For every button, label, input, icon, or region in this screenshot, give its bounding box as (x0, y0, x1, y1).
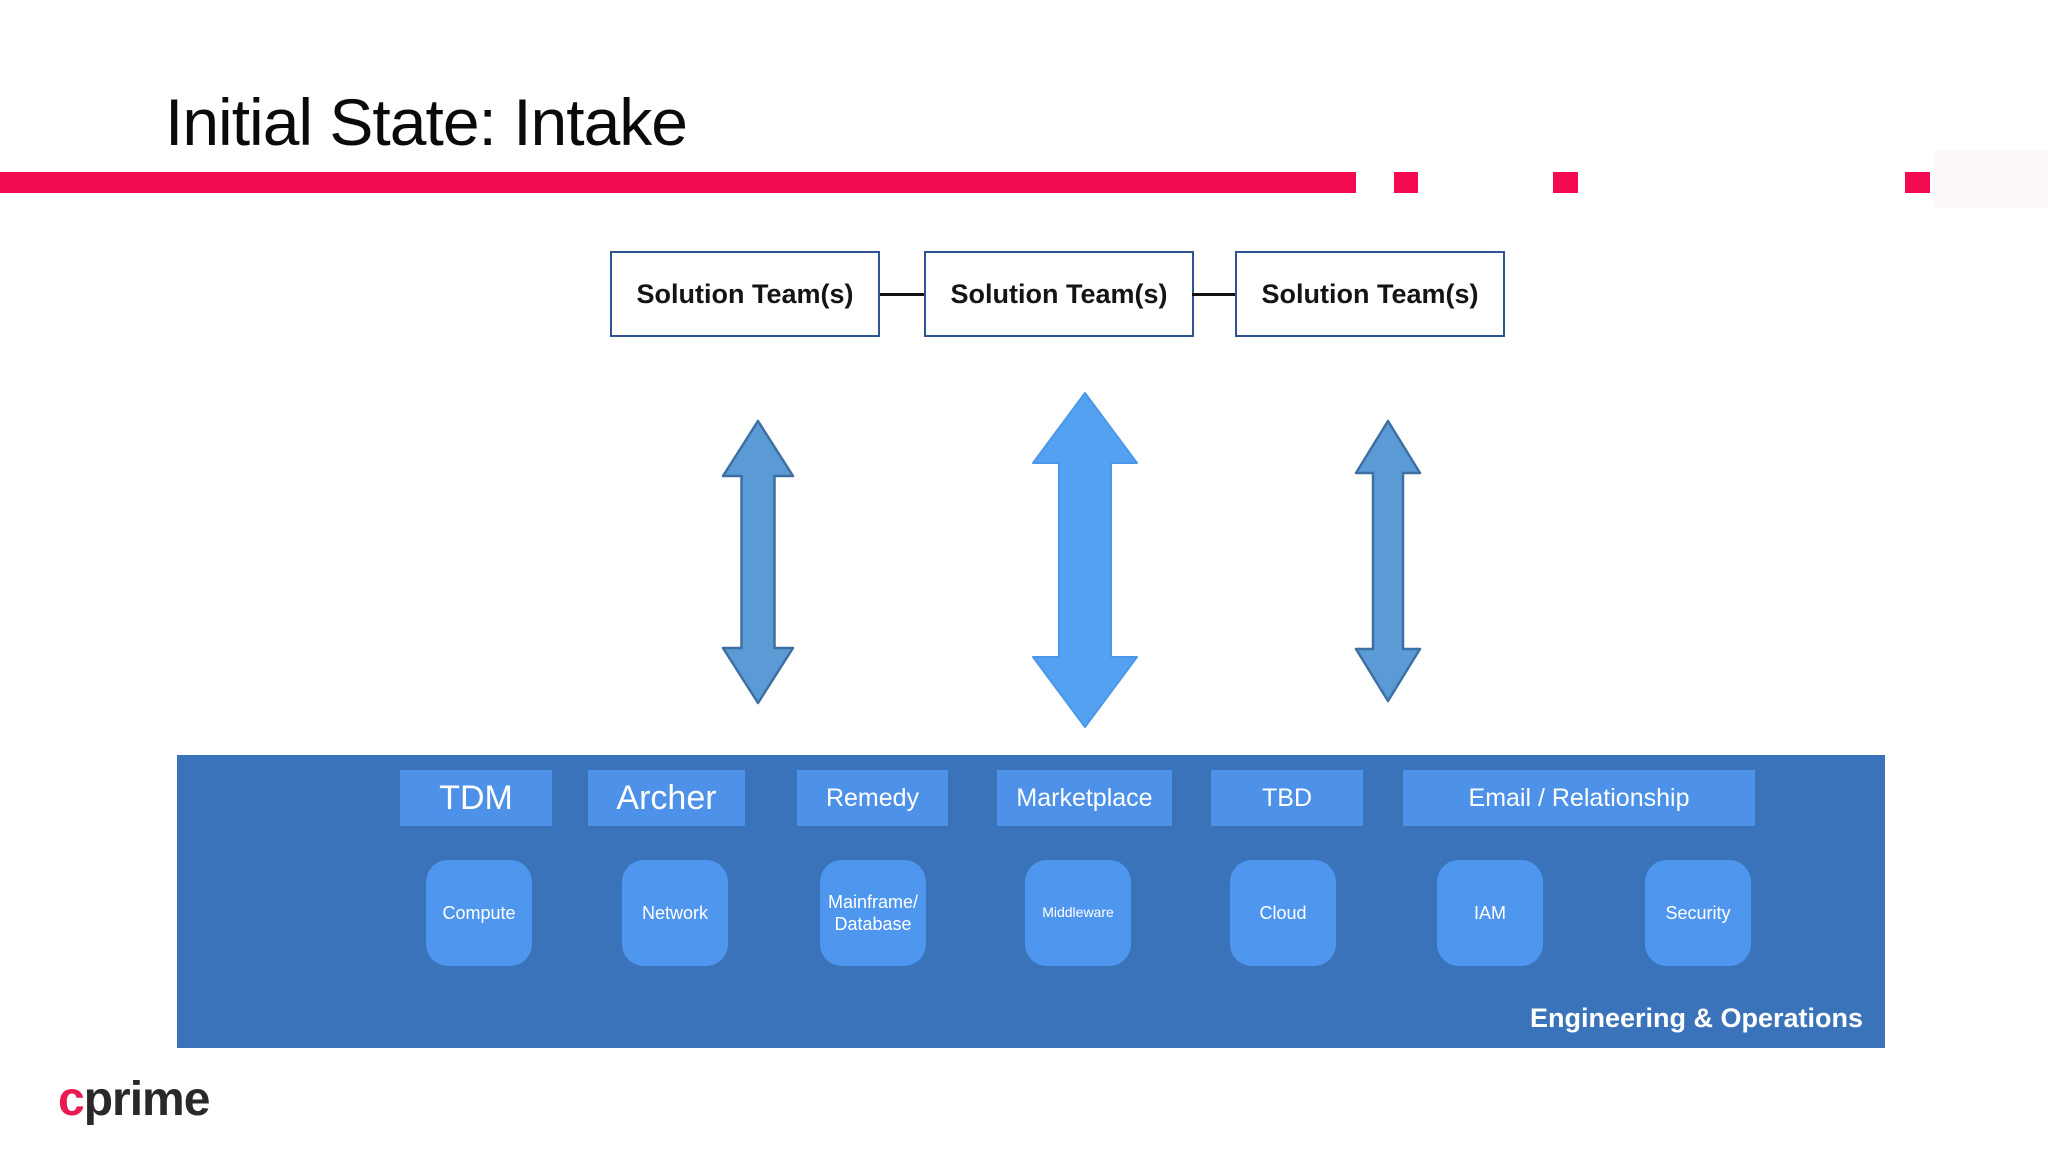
accent-square-2 (1553, 172, 1578, 193)
tool-chip-tbd: TBD (1211, 770, 1363, 826)
tool-label: TDM (439, 778, 513, 817)
accent-square-1 (1394, 172, 1418, 193)
capability-box-cloud: Cloud (1230, 860, 1336, 966)
capability-box-iam: IAM (1437, 860, 1543, 966)
accent-square-3 (1905, 172, 1930, 193)
capability-label: Cloud (1259, 902, 1307, 923)
double-arrow-icon (1354, 419, 1422, 703)
accent-bar (0, 172, 1356, 193)
capability-label: Compute (442, 902, 516, 923)
capability-label: Mainframe/ Database (827, 891, 919, 935)
capability-box-mainframe-database: Mainframe/ Database (820, 860, 926, 966)
solution-team-box-2: Solution Team(s) (924, 251, 1194, 337)
tool-label: TBD (1262, 783, 1312, 812)
tool-chip-email-relationship: Email / Relationship (1403, 770, 1755, 826)
cprime-logo-prime: prime (83, 1073, 211, 1126)
solution-team-label: Solution Team(s) (1261, 278, 1479, 309)
solution-team-label: Solution Team(s) (636, 278, 854, 309)
capability-label: Middleware (1042, 904, 1114, 921)
capability-label: IAM (1473, 902, 1506, 923)
double-arrow-icon (721, 419, 795, 705)
tool-label: Archer (616, 778, 717, 817)
team-connector-line-1 (880, 293, 924, 296)
tool-label: Remedy (825, 783, 920, 812)
tool-chip-tdm: TDM (400, 770, 552, 826)
cprime-logo: cprime (58, 1072, 211, 1127)
solution-team-label: Solution Team(s) (950, 278, 1168, 309)
tool-label: Email / Relationship (1468, 783, 1690, 812)
accent-faint-block (1934, 150, 2048, 208)
double-arrow-icon (1032, 392, 1138, 728)
tool-chip-archer: Archer (588, 770, 745, 826)
platform-caption: Engineering & Operations (1529, 1003, 1863, 1033)
engineering-operations-box: TDM Archer Remedy Marketplace TBD Email … (177, 755, 1885, 1048)
capability-box-compute: Compute (426, 860, 532, 966)
solution-team-box-1: Solution Team(s) (610, 251, 880, 337)
capability-label: Network (641, 902, 708, 923)
capability-box-network: Network (622, 860, 728, 966)
tool-label: Marketplace (1016, 783, 1153, 812)
capability-box-middleware: Middleware (1025, 860, 1131, 966)
capability-box-security: Security (1645, 860, 1751, 966)
team-connector-line-2 (1192, 293, 1235, 296)
solution-team-box-3: Solution Team(s) (1235, 251, 1505, 337)
tool-chip-marketplace: Marketplace (997, 770, 1172, 826)
page-title: Initial State: Intake (165, 85, 688, 160)
capability-label: Security (1665, 902, 1731, 923)
tool-chip-remedy: Remedy (797, 770, 948, 826)
cprime-logo-c: c (58, 1073, 85, 1126)
